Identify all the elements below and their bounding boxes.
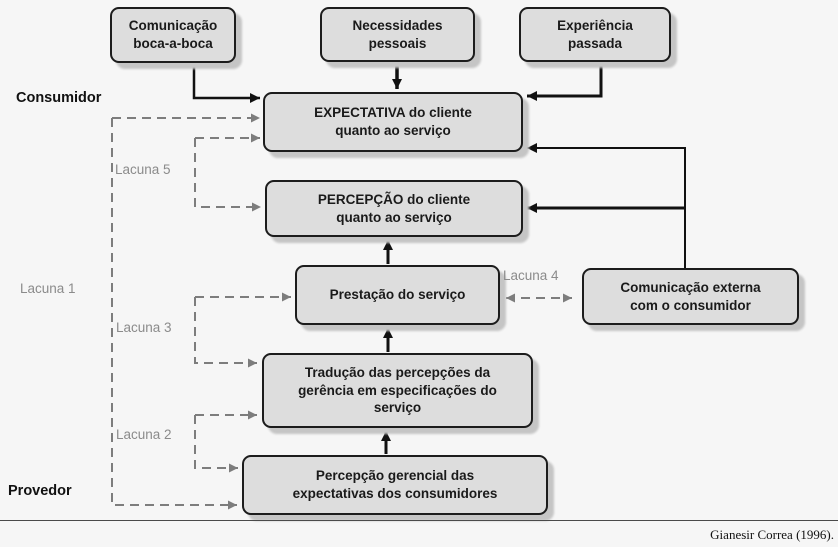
bottom-divider: [0, 520, 838, 521]
gap-label-1: Lacuna 1: [20, 281, 76, 296]
gap2-dashed-line: [194, 415, 238, 473]
node-expectation: EXPECTATIVA do cliente quanto ao serviço: [263, 92, 523, 152]
gap-label-2: Lacuna 2: [116, 427, 172, 442]
region-label-provider: Provedor: [8, 483, 72, 499]
gap-label-5: Lacuna 5: [115, 162, 171, 177]
gap3-dashed-line: [194, 297, 257, 368]
gap-dashed-arrows: [111, 113, 572, 510]
arrow-external-communication-to-expectation: [527, 143, 686, 268]
region-label-consumer: Consumidor: [16, 90, 102, 106]
arrow-word-of-mouth-to-expectation: [192, 62, 260, 103]
node-external-communication: Comunicação externa com o consumidor: [582, 268, 799, 325]
gap5-dashed-line: [194, 138, 261, 212]
solid-arrows: [192, 62, 686, 454]
node-service-delivery: Prestação do serviço: [295, 265, 500, 325]
gap1-dashed-line: [111, 118, 237, 510]
node-personal-needs: Necessidades pessoais: [320, 7, 475, 62]
gap-label-4: Lacuna 4: [503, 268, 559, 283]
node-word-of-mouth: Comunicação boca-a-boca: [110, 7, 236, 63]
node-past-experience: Experiência passada: [519, 7, 671, 62]
node-perception: PERCEPÇÃO do cliente quanto ao serviço: [265, 180, 523, 237]
source-citation: Gianesir Correa (1996).: [710, 527, 834, 542]
node-management-perception: Percepção gerencial das expectativas dos…: [242, 455, 548, 515]
gap-label-3: Lacuna 3: [116, 320, 172, 335]
node-translation: Tradução das percepções da gerência em e…: [262, 353, 533, 428]
arrow-past-experience-to-expectation: [527, 62, 603, 101]
